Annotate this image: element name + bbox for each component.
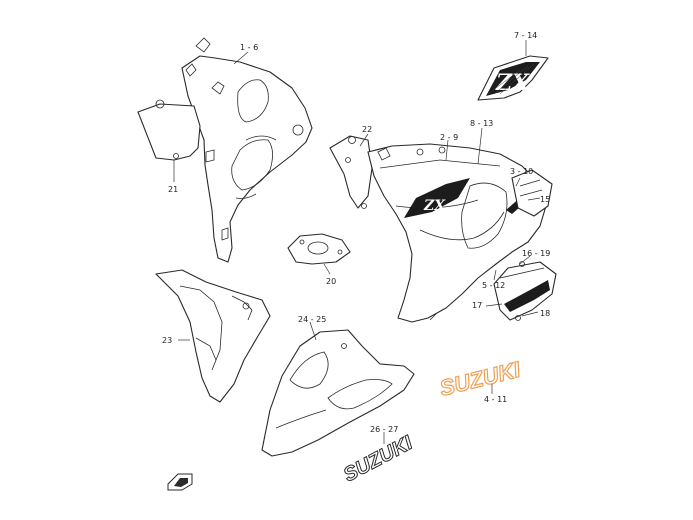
- label-7-14: 7 - 14: [514, 31, 537, 40]
- bracket-part-20[interactable]: [287, 233, 351, 265]
- label-16-19: 16 - 19: [522, 249, 550, 258]
- label-23: 23: [162, 336, 172, 345]
- lower-trim-part[interactable]: [493, 261, 557, 321]
- zx-panel-decal: ZX: [404, 178, 470, 218]
- label-2-9: 2 - 9: [440, 133, 458, 142]
- inner-lower-panel-part-23[interactable]: [155, 269, 271, 403]
- label-1-6: 1 - 6: [240, 43, 258, 52]
- label-24-25: 24 - 25: [298, 315, 326, 324]
- label-22: 22: [362, 125, 372, 134]
- front-direction-icon: [167, 473, 193, 491]
- label-8-13: 8 - 13: [470, 119, 493, 128]
- svg-text:ZX: ZX: [423, 198, 446, 214]
- svg-text:SUZUKI: SUZUKI: [437, 357, 523, 401]
- label-17: 17: [472, 301, 482, 310]
- svg-text:SUZUKI: SUZUKI: [340, 432, 416, 487]
- label-20: 20: [326, 277, 336, 286]
- inner-panel-part-22[interactable]: [329, 135, 373, 209]
- suzuki-decal-part-4-11[interactable]: SUZUKI: [437, 356, 525, 401]
- label-5-12: 5 - 12: [482, 281, 505, 290]
- zx-decal-part-7-14[interactable]: ZX: [477, 55, 549, 101]
- upper-cowl-part[interactable]: [181, 37, 313, 263]
- vent-part-3-10[interactable]: [511, 169, 553, 217]
- suzuki-decal-part-26-27[interactable]: SUZUKI: [340, 431, 417, 487]
- inner-panel-part-21[interactable]: [137, 99, 201, 161]
- middle-side-cowl-part[interactable]: ZX: [367, 143, 547, 323]
- label-21: 21: [168, 185, 178, 194]
- label-18: 18: [540, 309, 550, 318]
- label-3-10: 3 - 10: [510, 167, 533, 176]
- label-15: 15: [540, 195, 550, 204]
- under-cowl-part-24-25[interactable]: [261, 329, 415, 457]
- label-4-11: 4 - 11: [484, 395, 507, 404]
- label-26-27: 26 - 27: [370, 425, 398, 434]
